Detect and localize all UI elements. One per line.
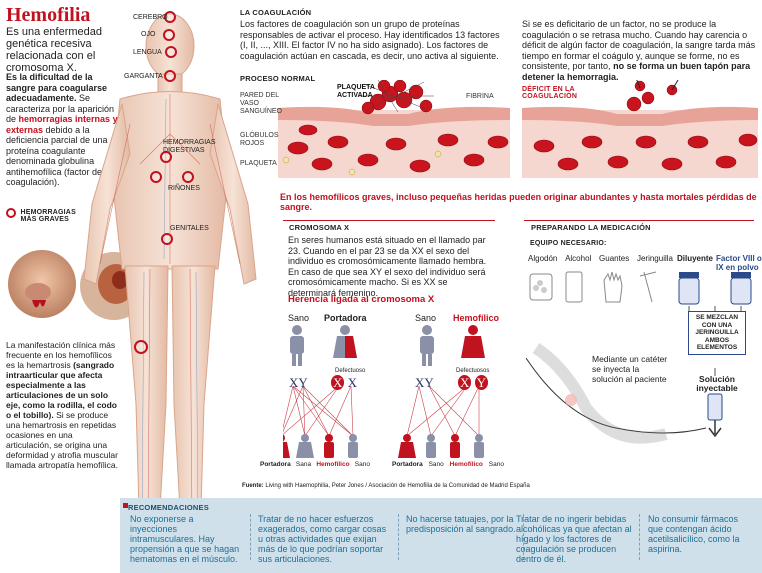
cerebro-ring-icon [164,11,176,23]
page-title: Hemofilia [6,4,91,26]
recommendation-1: No exponerse a inyecciones intramuscular… [130,514,240,564]
coagulation-text: Los factores de coagulación son un grupo… [240,19,500,61]
mezclan-box: SE MEZCLAN CON UNA JERINGUILLA AMBOS ELE… [688,311,746,355]
medication-equipment [526,271,752,444]
separator [639,514,640,560]
equipment-labels: Algodón Alcohol Guantes Jeringuilla [528,254,673,263]
deficit-text: Si se es deficitario de un factor, no se… [522,19,756,82]
normal-process-heading: PROCESO NORMAL [240,74,316,83]
medication-heading: PREPARANDO LA MEDICACIÓN [531,223,651,232]
label-deficit: DÉFICIT EN LA COAGULACIÓN [522,86,578,100]
label-lengua: LENGUA [133,49,162,56]
children-figures [283,434,484,458]
recommendations-panel: RECOMENDACIONES No exponerse a inyeccion… [120,498,762,573]
label-plaqueta-activada: PLAQUETA ACTIVADA [337,84,375,99]
parent-figures [290,325,485,366]
label-plaqueta: PLAQUETA [240,160,277,167]
genitales-ring-icon [161,233,173,245]
normal-process-vessel [278,80,510,178]
children-labels-left: Portadora Sana Hemofílico Sano [260,461,370,468]
coagulation-heading: LA COAGULACIÓN [240,8,312,17]
label-sano-right: Sano [415,313,437,323]
rinon-left-ring-icon [150,171,162,183]
label-cateter: Mediante un catéter se inyecta la soluci… [592,354,668,384]
factor-vial-icon [730,277,752,305]
separator [398,514,399,560]
equipo-heading: EQUIPO NECESARIO: [530,240,607,247]
square-bullet-icon [123,503,128,508]
label-hemofilico-parent: Hemofílico [453,313,500,323]
severe-ring-icon [6,208,16,218]
label-factor: Factor VIII o IX en polvo [716,254,762,272]
chromo-sano-left: XY [289,375,308,390]
recommendation-4: Tratar de no ingerir bebidas alcohólicas… [516,514,632,564]
recommendation-2: Tratar de no hacer esfuerzos exagerados,… [258,514,387,564]
body-figure [83,13,257,545]
label-cerebro: CEREBRO [133,14,168,21]
intro-text: Es la dificultad de la sangre para coagu… [6,72,118,187]
algodon-jar-icon [529,273,553,301]
digestivas-ring-icon [160,151,172,163]
label-rinones: RIÑONES [168,185,200,192]
children-labels-right: Portadora Sano Hemofílico Sano [392,461,504,468]
severe-note: En los hemofílicos graves, incluso peque… [280,192,757,212]
alcohol-bottle-icon [565,271,583,303]
page-subtitle: Es una enfermedad genética recesiva rela… [6,26,103,74]
chromo-hemofilico: X Y [458,375,489,390]
label-defectuoso: Defectuoso [335,368,366,374]
label-genitales: GENITALES [170,225,209,232]
ojo-ring-icon [163,29,175,41]
recommendations-heading: RECOMENDACIONES [128,503,209,512]
rinon-right-ring-icon [182,171,194,183]
label-defectuosos: Defectuosos [456,368,490,374]
medication-rule [524,220,754,221]
cateter-line-icon [526,357,707,434]
label-portadora-parent: Portadora [324,313,367,323]
separator [523,514,524,560]
chromo-portadora: X X [331,375,358,390]
deficit-vessel [522,80,758,178]
guantes-icon [603,271,623,303]
separator [250,514,251,560]
diluyente-vial-icon [678,277,700,305]
solucion-syringe-icon [707,393,723,421]
chromosome-text: En seres humanos está situado en el llam… [288,235,487,298]
garganta-ring-icon [164,70,176,82]
legend-severe: HEMORRAGIAS MÁS GRAVES [6,208,86,226]
rodilla-ring-icon [134,340,148,354]
label-globulos: GLÓBULOS ROJOS [240,132,279,147]
chromosome-heading: CROMOSOMA X [289,223,350,232]
source-line: Fuente: Living with Haemophilia, Peter J… [242,483,530,489]
herencia-title: Herencia ligada al cromosoma X [288,294,435,305]
label-sano-left: Sano [288,313,310,323]
recommendation-5: No consumir fármacos que contengan ácido… [648,514,740,554]
label-solucion: Solución inyectable [696,374,738,393]
label-garganta: GARGANTA [124,73,163,80]
chromo-sano-right: XY [415,375,434,390]
label-digestivas: HEMORRAGIAS DIGESTIVAS [163,139,216,154]
inheritance-diagram [283,325,485,458]
recommendation-3: No hacerse tatuajes, por la predisposici… [406,514,516,534]
label-fibrina: FIBRINA [466,93,494,100]
label-diluyente: Diluyente [677,254,714,263]
lengua-ring-icon [165,46,177,58]
chromosome-rule [283,220,495,221]
label-ojo: OJO [141,31,156,38]
jeringuilla-icon [639,271,657,303]
clinical-text: La manifestación clínica más frecuente e… [6,340,118,470]
label-pared: PARED DEL VASO SANGUÍNEO [240,92,283,115]
